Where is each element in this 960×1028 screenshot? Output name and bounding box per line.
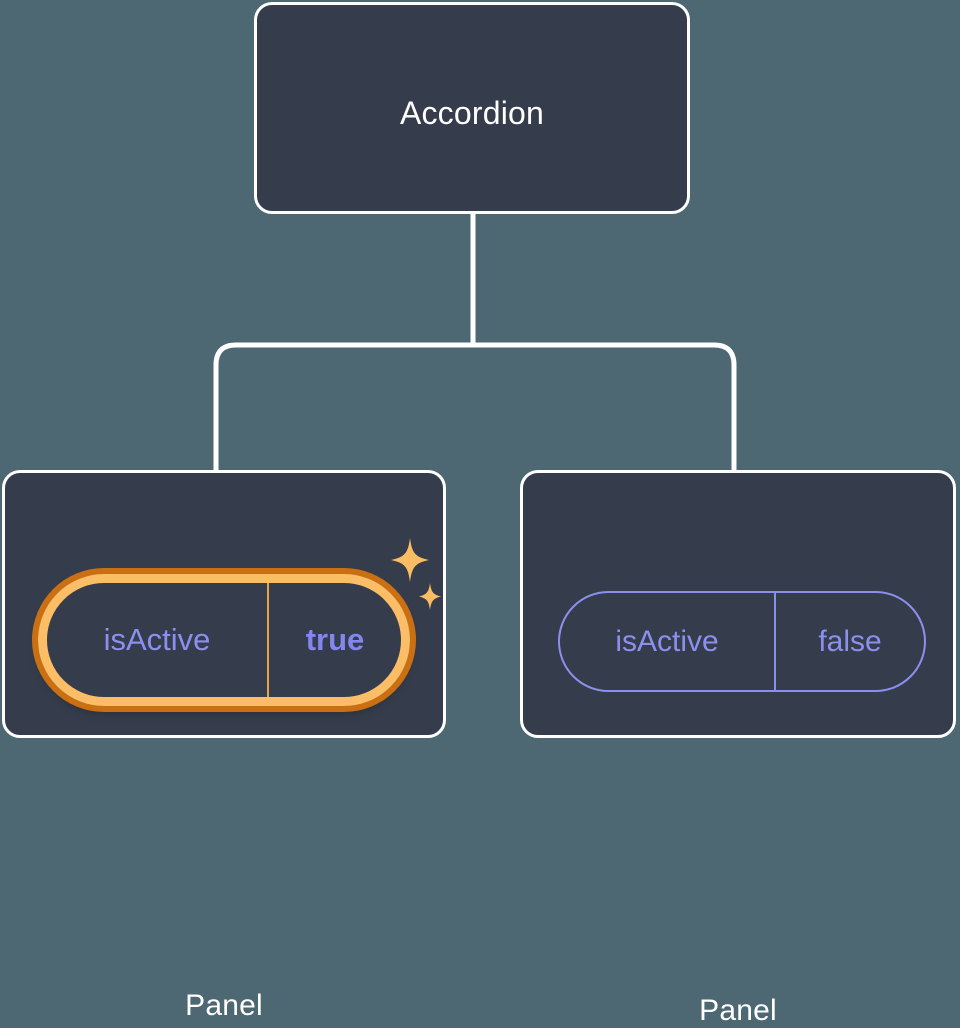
- prop-key: isActive: [103, 622, 211, 657]
- prop-pill-isactive-false[interactable]: isActive false: [558, 591, 926, 692]
- prop-key: isActive: [615, 624, 719, 658]
- connector-branch: [213, 342, 737, 470]
- node-panel-left-label: Panel: [185, 989, 263, 1022]
- prop-value: true: [267, 583, 401, 697]
- node-accordion-label: Accordion: [399, 95, 545, 131]
- prop-value: false: [774, 593, 924, 690]
- node-panel-right-label: Panel: [699, 994, 777, 1027]
- prop-pill-isactive-true[interactable]: isActive true: [38, 574, 410, 706]
- node-accordion[interactable]: Accordion: [254, 2, 690, 214]
